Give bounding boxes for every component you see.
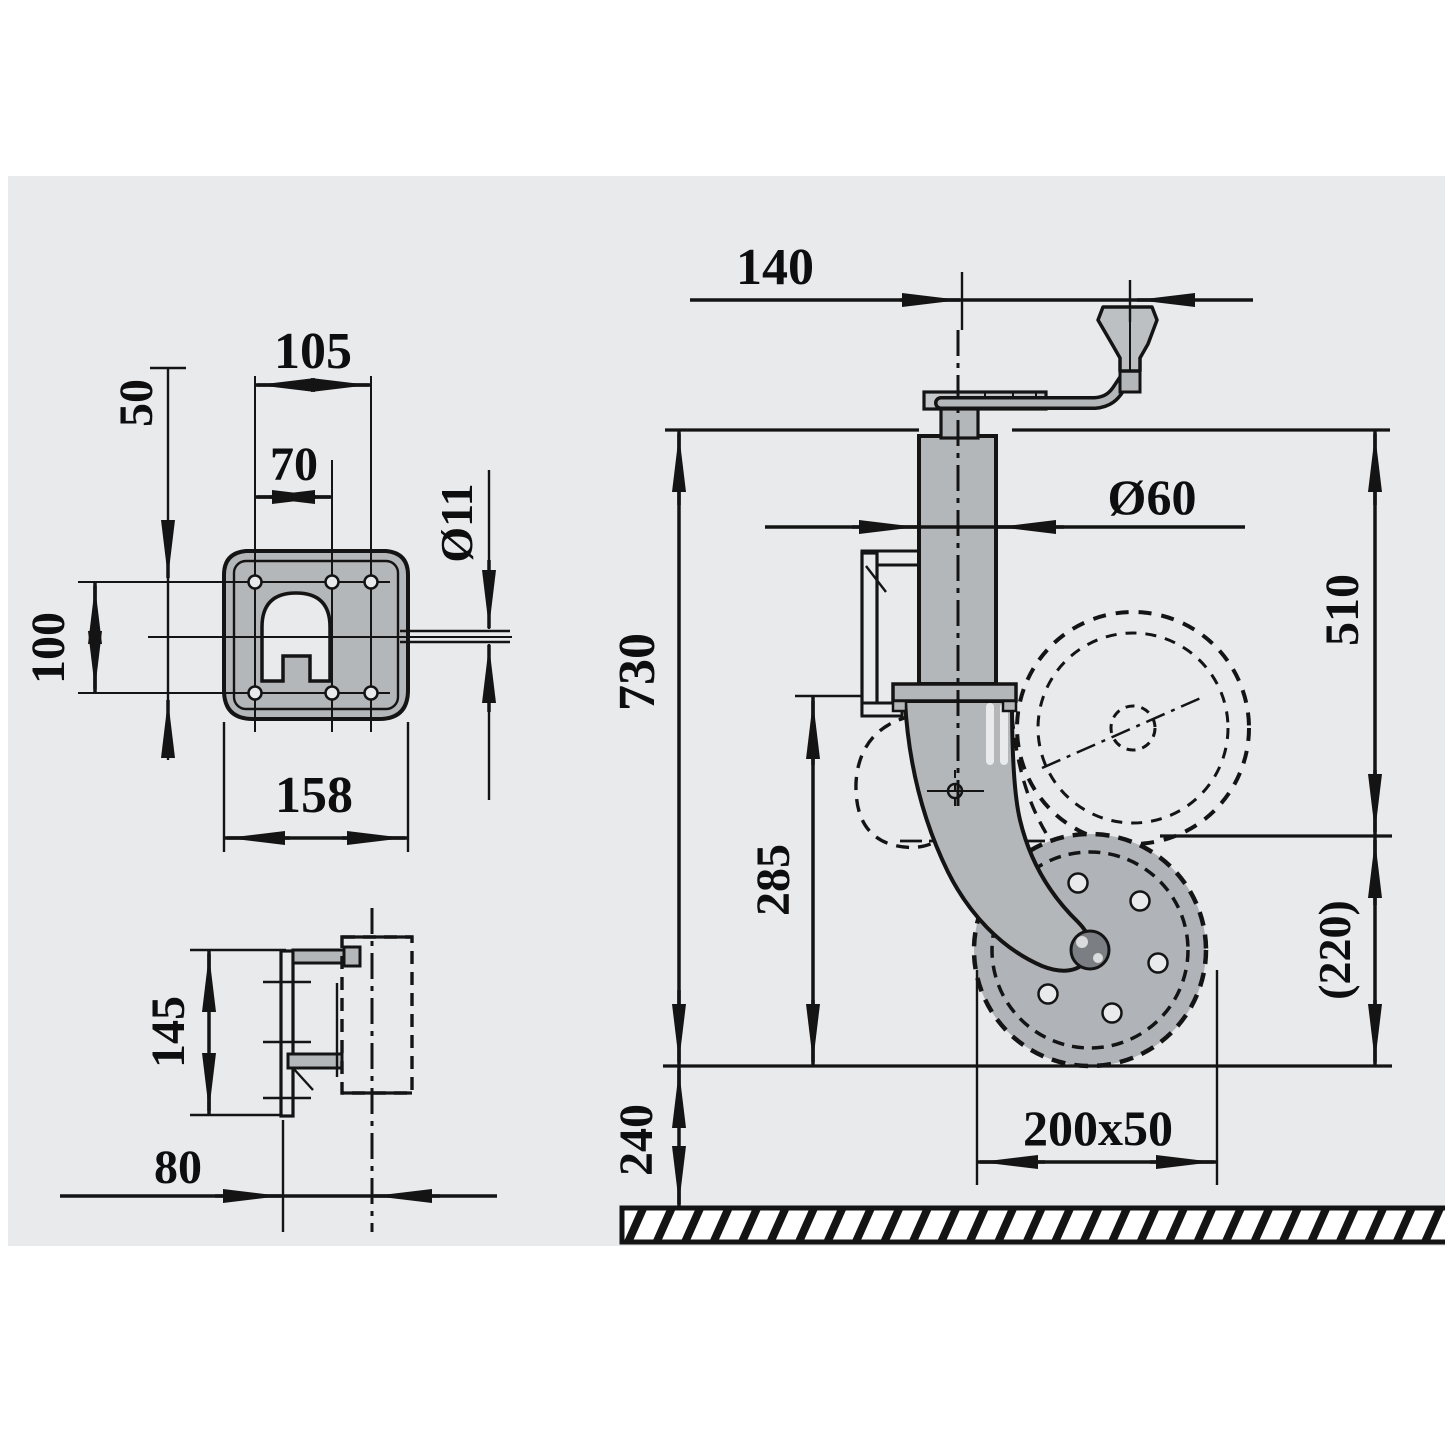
dim-100-label: 100 <box>22 612 75 684</box>
dim-240-label: 240 <box>610 1104 663 1176</box>
dim-50-label: 50 <box>110 379 163 427</box>
dim-730-label: 730 <box>609 633 666 711</box>
dim-dia11-label: Ø11 <box>431 483 482 562</box>
plate-bolt-holes <box>247 574 379 701</box>
ground-hatch <box>619 1205 1445 1245</box>
clamp-side-view: 145 80 <box>60 908 497 1232</box>
panel-background <box>8 176 1445 1246</box>
dim-140-label: 140 <box>736 239 814 296</box>
plate-front-view: 105 70 50 100 158 Ø11 <box>22 323 512 852</box>
dim-dia60-label: Ø60 <box>1108 469 1197 525</box>
crank-knob <box>1096 305 1159 373</box>
swivel-flange <box>891 682 1018 703</box>
dim-200x50-label: 200x50 <box>1023 1100 1173 1156</box>
axle-nut <box>1069 929 1111 971</box>
crank-handle <box>934 305 1159 410</box>
dim-145-label: 145 <box>142 996 195 1068</box>
dim-158-label: 158 <box>275 767 353 824</box>
dim-220-label: (220) <box>1309 900 1360 1000</box>
dim-510-label: 510 <box>1316 574 1369 646</box>
dim-80-label: 80 <box>154 1141 202 1194</box>
dim-105-label: 105 <box>274 323 352 380</box>
tube-clamp-bracket <box>860 549 922 718</box>
dim-285-label: 285 <box>747 844 800 916</box>
main-side-view: 140 Ø60 730 285 510 (220) 240 200x50 <box>609 239 1392 1208</box>
dim-70-label: 70 <box>270 438 318 491</box>
